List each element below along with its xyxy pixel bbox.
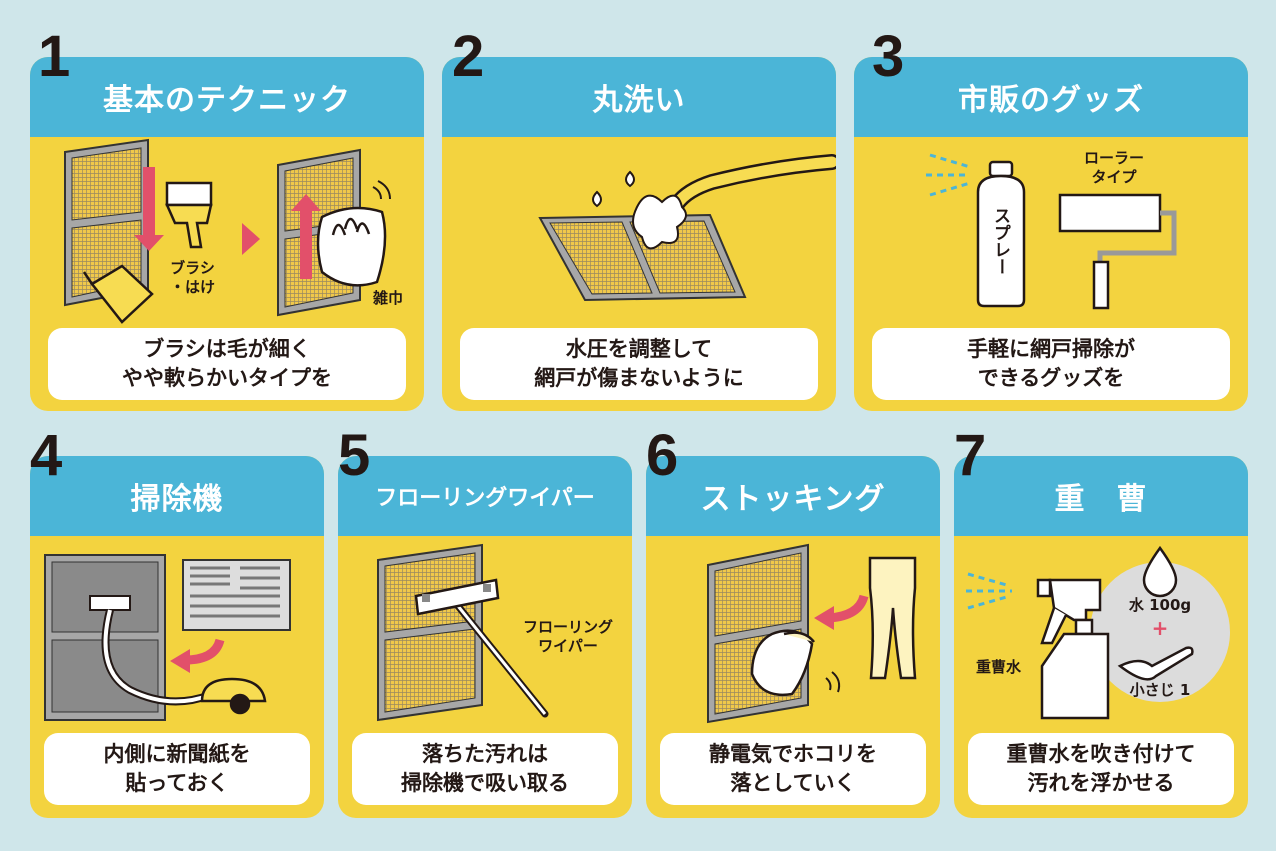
caption-box: 静電気でホコリを落としていく xyxy=(660,733,926,805)
wiper-label-2: ワイパー xyxy=(538,636,598,655)
hand-cloth-icon xyxy=(316,206,387,287)
caption-line: 手軽に網戸掃除が xyxy=(967,336,1135,361)
caption-line: 掃除機で吸い取る xyxy=(401,771,569,795)
stocking-icon xyxy=(868,556,917,680)
stocking-illustration xyxy=(707,543,917,724)
water-drop-icon xyxy=(1142,545,1178,598)
cloth-label: 雑巾 xyxy=(373,289,404,307)
roller-icon xyxy=(1058,193,1177,310)
window-screen-icon xyxy=(44,554,166,721)
brush-and-cloth-illustration xyxy=(64,138,391,324)
baking-soda-illustration xyxy=(966,545,1230,720)
card-basic-technique: 基本のテクニック ブラシ・はけ 雑巾 ブラシは毛が細くやや軟らかいタイプを xyxy=(30,57,424,411)
caption-box: 重曹水を吹き付けて汚れを浮かせる xyxy=(968,733,1234,805)
water-splash-icon xyxy=(632,194,687,250)
curved-arrow-icon xyxy=(184,638,225,665)
step-number-1: 1 xyxy=(38,24,71,89)
floor-wiper-illustration xyxy=(377,543,549,722)
caption-box: 手軽に網戸掃除ができるグッズを xyxy=(872,328,1230,400)
brush-icon xyxy=(165,181,213,249)
wiping-motion-icon xyxy=(372,180,391,200)
brush-label: ブラシ xyxy=(170,259,215,277)
spray-roller-illustration xyxy=(926,153,1177,310)
card-floor-wiper: フローリングワイパー フローリングワイパー 落ちた汚れは掃除機で吸い取る xyxy=(338,456,632,818)
vacuum-nozzle-icon xyxy=(89,595,131,611)
wiper-label: フローリング xyxy=(522,618,613,636)
curved-arrow-icon xyxy=(828,594,869,623)
step-number-6: 6 xyxy=(646,423,679,488)
caption-line: 網戸が傷まないように xyxy=(534,366,744,390)
caption-box: ブラシは毛が細くやや軟らかいタイプを xyxy=(48,328,406,400)
step-number-7: 7 xyxy=(954,423,987,488)
caption-line: できるグッズを xyxy=(977,366,1125,390)
card-title: 掃除機 xyxy=(30,456,324,536)
caption-line: 汚れを浮かせる xyxy=(1027,771,1175,795)
wiping-motion-icon xyxy=(825,671,841,693)
card-title: 基本のテクニック xyxy=(30,57,424,137)
card-title: 重 曹 xyxy=(954,456,1248,536)
card-stocking: ストッキング 静電気でホコリを落としていく xyxy=(646,456,940,818)
spray-can-icon xyxy=(976,160,1026,308)
spray-mist-icon xyxy=(966,572,1012,610)
card-vacuum: 掃除機 内側に新聞紙を貼っておく xyxy=(30,456,324,818)
step-number-3: 3 xyxy=(872,24,905,89)
caption-line: 静電気でホコリを xyxy=(709,741,877,766)
caption-line: 重曹水を吹き付けて xyxy=(1006,741,1196,766)
step-number-2: 2 xyxy=(452,24,485,89)
spray-bottle-icon xyxy=(1036,578,1110,720)
caption-line: 落としていく xyxy=(730,771,856,795)
dustpan-icon xyxy=(82,264,154,324)
caption-line: 水圧を調整して xyxy=(565,336,713,361)
caption-box: 落ちた汚れは掃除機で吸い取る xyxy=(352,733,618,805)
brush-label-2: ・はけ xyxy=(170,277,216,296)
hose-washing-illustration xyxy=(538,154,836,302)
roller-label: ローラー xyxy=(1083,149,1144,167)
arrow-up-icon xyxy=(291,194,321,279)
caption-line: ブラシは毛が細く xyxy=(143,336,311,361)
measuring-spoon-icon xyxy=(1117,646,1194,681)
newspaper-icon xyxy=(182,559,291,631)
water-drop-icon xyxy=(592,170,635,208)
step-number-5: 5 xyxy=(338,423,371,488)
card-title: 市販のグッズ xyxy=(854,57,1248,137)
wiper-head-icon xyxy=(414,578,500,616)
baking-soda-water-label: 重曹水 xyxy=(976,658,1022,676)
card-title: ストッキング xyxy=(646,456,940,536)
next-arrow-icon xyxy=(242,223,260,255)
card-title: 丸洗い xyxy=(442,57,836,137)
water-amount-label: 水 100g xyxy=(1128,596,1192,614)
caption-box: 水圧を調整して網戸が傷まないように xyxy=(460,328,818,400)
hand-stocking-icon xyxy=(750,629,815,697)
card-commercial-goods: 市販のグッズ スプレー ローラータイプ 手軽に網戸掃除ができるグッズを xyxy=(854,57,1248,411)
window-screen-icon xyxy=(377,543,483,722)
card-baking-soda: 重 曹 重曹水 水 100g + 小さじ 1 重曹水を吹き付けて汚れを浮かせる xyxy=(954,456,1248,818)
caption-line: やや軟らかいタイプを xyxy=(122,366,332,390)
spray-label: スプレー xyxy=(990,207,1010,275)
spoon-amount-label: 小さじ 1 xyxy=(1129,681,1191,699)
vacuum-illustration xyxy=(44,554,291,721)
step-number-4: 4 xyxy=(30,423,63,488)
arrow-down-icon xyxy=(134,167,164,251)
caption-box: 内側に新聞紙を貼っておく xyxy=(44,733,310,805)
caption-line: 落ちた汚れは xyxy=(422,741,548,766)
caption-line: 内側に新聞紙を xyxy=(103,741,251,766)
card-washing: 丸洗い 水圧を調整して網戸が傷まないように xyxy=(442,57,836,411)
vacuum-body-icon xyxy=(200,677,267,715)
card-title: フローリングワイパー xyxy=(338,456,632,536)
caption-line: 貼っておく xyxy=(125,771,229,795)
spray-mist-icon xyxy=(926,153,971,197)
roller-label-2: タイプ xyxy=(1091,167,1137,186)
plus-icon: + xyxy=(1151,616,1169,640)
